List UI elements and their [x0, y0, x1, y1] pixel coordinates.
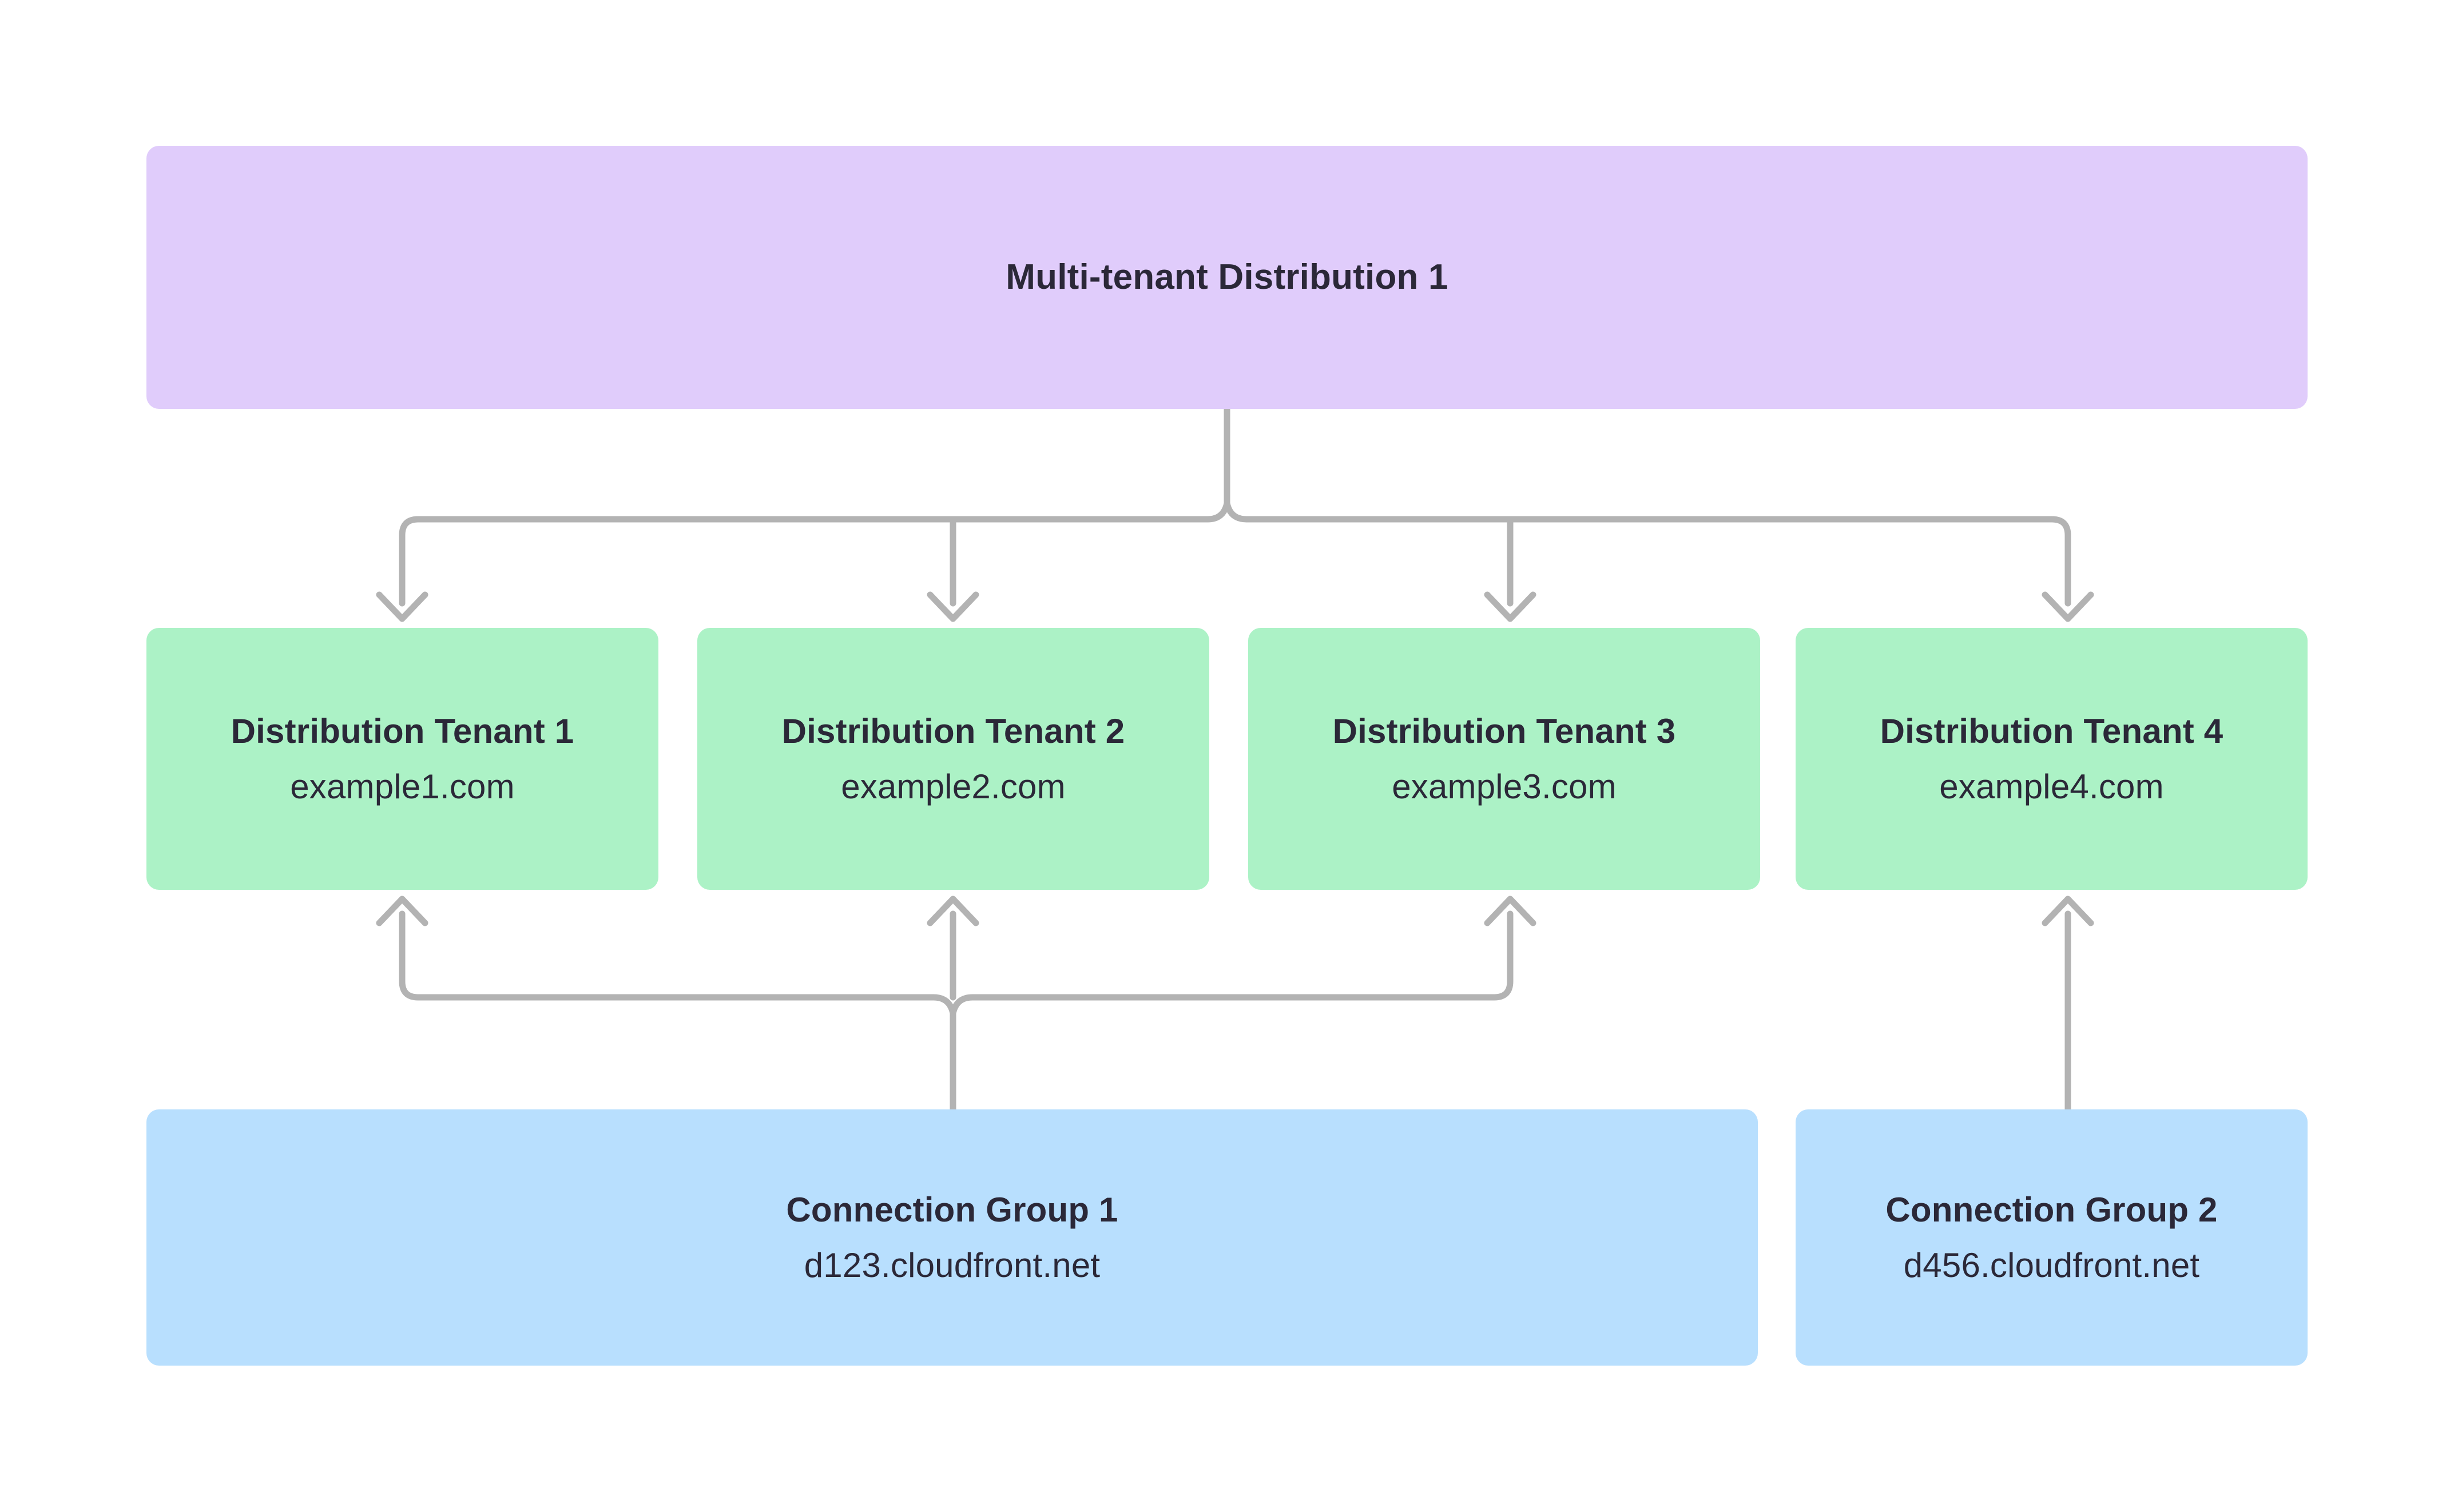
node-distribution-tenant-4[interactable]: Distribution Tenant 4 example4.com — [1796, 628, 2308, 890]
arrowhead-up-tenant-3 — [1484, 896, 1536, 926]
tenant-1-domain: example1.com — [290, 767, 515, 806]
edge-cg1-to-tenant-1 — [399, 910, 956, 1017]
tenant-2-title: Distribution Tenant 2 — [781, 712, 1125, 750]
node-connection-group-2[interactable]: Connection Group 2 d456.cloudfront.net — [1796, 1109, 2308, 1366]
node-connection-group-1[interactable]: Connection Group 1 d123.cloudfront.net — [146, 1109, 1758, 1366]
tenant-3-domain: example3.com — [1392, 767, 1617, 806]
arrowhead-tenant-4 — [2042, 591, 2094, 622]
tenant-3-title: Distribution Tenant 3 — [1332, 712, 1676, 750]
edge-cg1-to-tenant-3 — [950, 910, 1514, 1017]
node-distribution-tenant-2[interactable]: Distribution Tenant 2 example2.com — [697, 628, 1209, 890]
tenant-4-title: Distribution Tenant 4 — [1880, 712, 2223, 750]
arrowhead-tenant-1 — [376, 591, 428, 622]
node-distribution-tenant-1[interactable]: Distribution Tenant 1 example1.com — [146, 628, 658, 890]
root-title: Multi-tenant Distribution 1 — [1006, 257, 1448, 297]
edge-bus-right — [1224, 500, 2071, 607]
tenant-1-title: Distribution Tenant 1 — [231, 712, 574, 750]
node-distribution-tenant-3[interactable]: Distribution Tenant 3 example3.com — [1248, 628, 1760, 890]
arrowhead-tenant-3 — [1484, 591, 1536, 622]
node-multi-tenant-distribution[interactable]: Multi-tenant Distribution 1 — [146, 146, 2308, 409]
arrowhead-up-tenant-4 — [2042, 896, 2094, 926]
connection-group-2-title: Connection Group 2 — [1885, 1191, 2218, 1229]
arrowhead-up-tenant-1 — [376, 896, 428, 926]
tenant-4-domain: example4.com — [1939, 767, 2164, 806]
connection-group-2-domain: d456.cloudfront.net — [1903, 1246, 2200, 1284]
edge-bus-left — [399, 500, 1230, 607]
connection-group-1-domain: d123.cloudfront.net — [804, 1246, 1101, 1284]
connection-group-1-title: Connection Group 1 — [786, 1191, 1118, 1229]
arrowhead-up-tenant-2 — [927, 896, 979, 926]
tenant-2-domain: example2.com — [841, 767, 1066, 806]
arrowhead-tenant-2 — [927, 591, 979, 622]
